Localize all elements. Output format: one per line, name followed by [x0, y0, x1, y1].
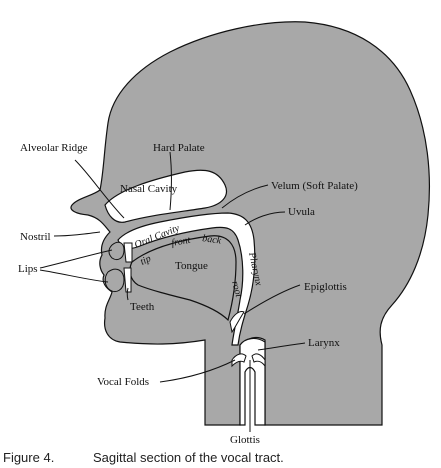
vocal-fold-right [251, 353, 266, 368]
label-epiglottis: Epiglottis [304, 281, 347, 293]
trachea-channel [239, 337, 266, 426]
label-tongue-root: root [229, 280, 244, 299]
oral-pharynx-channel [117, 212, 256, 346]
label-nasal-cavity: Nasal Cavity [120, 183, 178, 195]
upper-teeth-shape [123, 242, 133, 263]
pointer-alveolar-ridge [74, 159, 125, 219]
label-teeth: Teeth [130, 301, 155, 313]
label-tongue-front: front [171, 235, 192, 249]
label-lips: Lips [18, 263, 38, 275]
tongue-shape [129, 235, 237, 322]
pointer-epiglottis [243, 284, 301, 315]
pointer-hard-palate [169, 151, 172, 211]
pointer-teeth [126, 287, 129, 301]
lower-lip-shape [104, 268, 125, 293]
upper-lip-shape [108, 241, 125, 261]
label-larynx: Larynx [308, 337, 340, 349]
pointer-lips-upper [39, 249, 113, 269]
label-vocal-folds: Vocal Folds [97, 376, 149, 388]
pointer-vocal-folds [159, 359, 236, 383]
pointer-larynx [257, 342, 306, 351]
label-uvula: Uvula [288, 206, 315, 218]
pointer-lips-lower [39, 269, 109, 283]
pointer-uvula [244, 211, 286, 226]
label-alveolar-ridge: Alveolar Ridge [20, 142, 88, 154]
label-glottis: Glottis [230, 434, 260, 446]
label-tongue-tip: tip [139, 253, 153, 267]
pointer-velum [221, 184, 269, 209]
label-tongue: Tongue [175, 260, 208, 272]
label-hard-palate: Hard Palate [153, 142, 205, 154]
epiglottis-shape [229, 311, 245, 334]
caption-figure-number: Figure 4. [3, 450, 54, 465]
label-velum: Velum (Soft Palate) [271, 180, 358, 192]
label-nostril: Nostril [20, 231, 51, 243]
nasal-cavity-shape [104, 169, 227, 223]
head-silhouette [70, 21, 431, 426]
label-tongue-back: back [202, 233, 223, 247]
pointer-nostril [53, 231, 101, 237]
caption-text: Sagittal section of the vocal tract. [93, 450, 284, 465]
lower-teeth-shape [123, 267, 132, 293]
vocal-fold-left [231, 353, 247, 368]
